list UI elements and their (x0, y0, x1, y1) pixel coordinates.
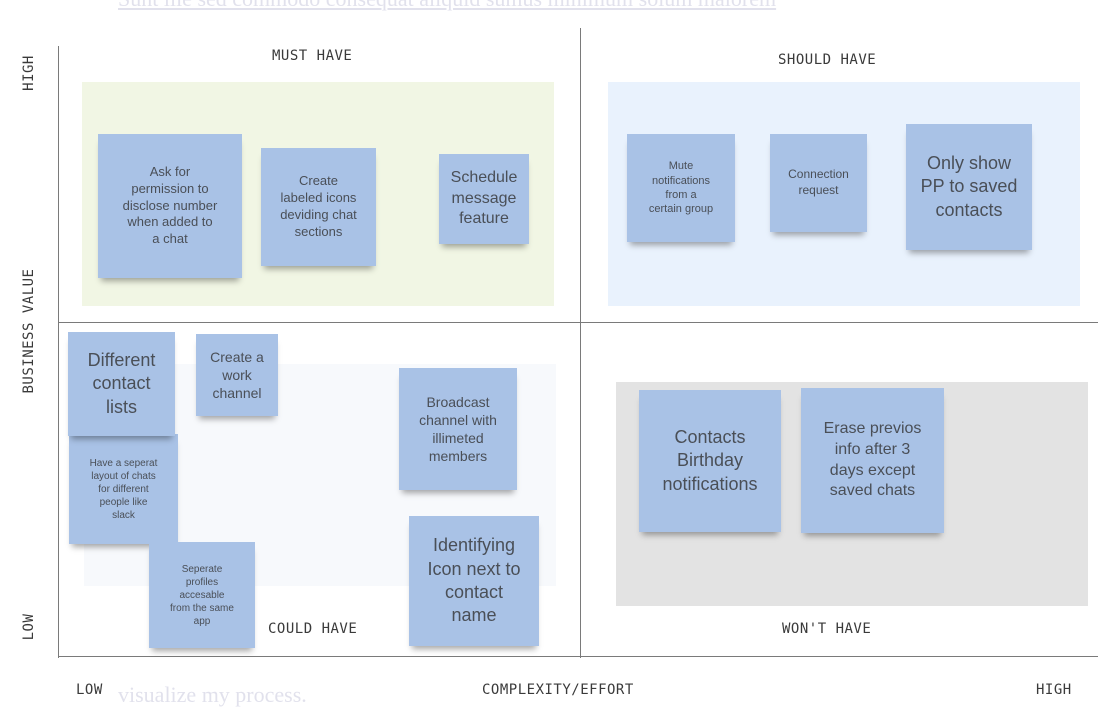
note-birthday-notifications-text: Contacts Birthday notifications (662, 426, 758, 494)
note-connection-request[interactable]: Connection request (770, 134, 867, 232)
note-ask-permission-text: Ask for permission to disclose number wh… (122, 163, 218, 247)
y-axis-low-label: LOW (21, 613, 37, 641)
y-axis-high-label: HIGH (21, 55, 37, 91)
note-labeled-icons-text: Create labeled icons deviding chat secti… (280, 173, 357, 239)
x-axis-title: COMPLEXITY/EFFORT (482, 682, 634, 698)
wont-have-label: WON'T HAVE (782, 621, 872, 637)
note-mute-notifications-text: Mute notifications from a certain group (648, 160, 714, 216)
could-have-label: COULD HAVE (268, 621, 358, 637)
vertical-divider (580, 28, 581, 658)
y-axis-line (58, 46, 59, 658)
note-different-contact-lists[interactable]: Different contact lists (68, 332, 175, 436)
ghost-text-top: Sunt ille sed commodo consequat aliquid … (118, 0, 776, 12)
note-work-channel-text: Create a work channel (210, 348, 264, 402)
x-axis-low-label: LOW (76, 682, 103, 698)
note-broadcast-channel-text: Broadcast channel with illimeted members (419, 393, 497, 465)
note-schedule-message[interactable]: Schedule message feature (439, 154, 529, 244)
note-erase-info-text: Erase previos info after 3 days except s… (823, 419, 922, 500)
x-axis-high-label: HIGH (1036, 682, 1072, 698)
horizontal-divider (58, 322, 1098, 323)
note-only-show-pp[interactable]: Only show PP to saved contacts (906, 124, 1032, 250)
should-have-label: SHOULD HAVE (778, 52, 877, 68)
ghost-text-bottom: visualize my process. (118, 682, 307, 707)
note-seperate-layout-text: Have a seperat layout of chats for diffe… (89, 457, 158, 521)
note-ask-permission[interactable]: Ask for permission to disclose number wh… (98, 134, 242, 278)
note-erase-info[interactable]: Erase previos info after 3 days except s… (801, 388, 944, 533)
note-identifying-icon[interactable]: Identifying Icon next to contact name (409, 516, 539, 646)
x-axis-line (58, 656, 1098, 657)
note-mute-notifications[interactable]: Mute notifications from a certain group (627, 134, 735, 242)
note-work-channel[interactable]: Create a work channel (196, 334, 278, 416)
note-labeled-icons[interactable]: Create labeled icons deviding chat secti… (261, 148, 376, 266)
note-broadcast-channel[interactable]: Broadcast channel with illimeted members (399, 368, 517, 490)
note-different-contact-lists-text: Different contact lists (87, 349, 156, 417)
note-schedule-message-text: Schedule message feature (450, 168, 518, 228)
note-connection-request-text: Connection request (788, 167, 849, 197)
must-have-label: MUST HAVE (272, 48, 353, 64)
note-birthday-notifications[interactable]: Contacts Birthday notifications (639, 390, 781, 532)
note-seperate-profiles[interactable]: Seperate profiles accesable from the sam… (149, 542, 255, 648)
y-axis-title: BUSINESS VALUE (21, 268, 37, 394)
note-seperate-layout[interactable]: Have a seperat layout of chats for diffe… (69, 434, 178, 544)
note-only-show-pp-text: Only show PP to saved contacts (920, 152, 1018, 220)
note-identifying-icon-text: Identifying Icon next to contact name (427, 535, 521, 626)
note-seperate-profiles-text: Seperate profiles accesable from the sam… (170, 563, 234, 627)
